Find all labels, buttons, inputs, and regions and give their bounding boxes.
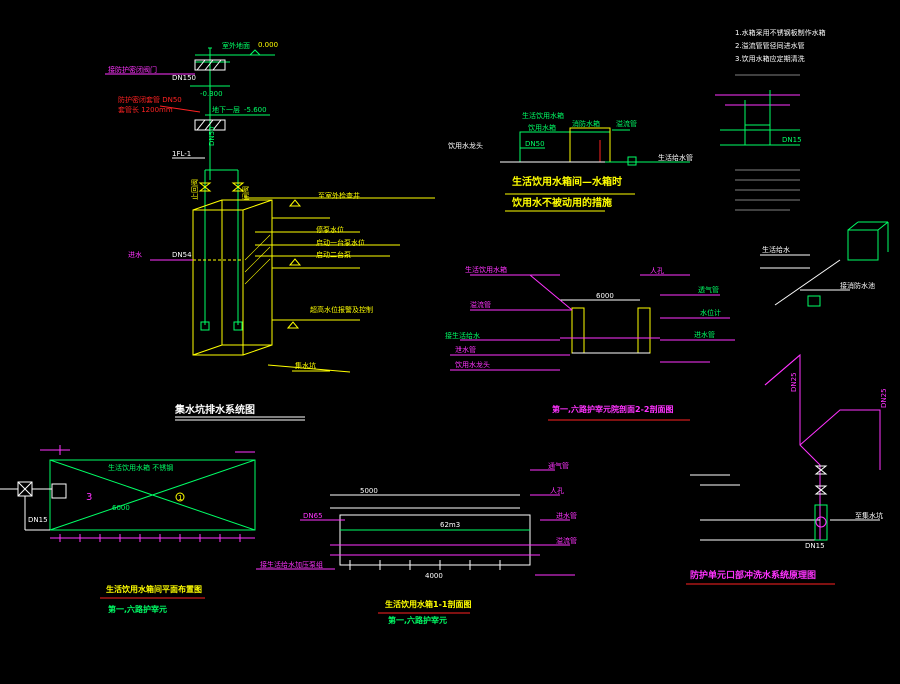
pipe-id: 1FL-1 — [172, 150, 191, 158]
riser-dn2: DN15 — [805, 542, 825, 550]
svg-text:地下一层: 地下一层 — [212, 105, 240, 114]
svg-text:室外地面: 室外地面 — [222, 41, 250, 50]
sec11-subtitle: 第一,六路护宰元 — [388, 615, 447, 625]
svg-text:生活饮用水箱: 生活饮用水箱 — [465, 265, 507, 274]
tank-title-2: 饮用水不被动用的措施 — [511, 196, 612, 209]
svg-text:人孔: 人孔 — [550, 487, 564, 495]
svg-text:进水: 进水 — [128, 250, 142, 259]
svg-text:溢流管: 溢流管 — [616, 119, 637, 128]
elev-top: 0.000 — [258, 41, 278, 49]
svg-text:接生活给水: 接生活给水 — [445, 331, 480, 340]
label-sump: 集水坑 — [295, 361, 316, 370]
pipe-dn54: DN54 — [172, 251, 192, 259]
tank-room-plan: 生活饮用水箱 不锈钢 6000 3 1 DN15 生活饮用水箱间平面布置图 第一… — [0, 445, 256, 614]
svg-text:溢流管: 溢流管 — [470, 300, 491, 309]
sec11-dim-bot: 4000 — [425, 572, 443, 580]
svg-text:泄水管: 泄水管 — [455, 345, 476, 354]
riser-title: 防护单元口部冲洗水系统原理图 — [690, 569, 816, 581]
sec22-dim: 6000 — [596, 292, 614, 300]
notes-dn: DN15 — [782, 136, 802, 144]
svg-text:防护密闭套管 DN50: 防护密闭套管 DN50 — [118, 95, 182, 104]
sec22-title: 第一,六路护宰元院剖面2-2剖面图 — [552, 404, 674, 414]
plan-note-1: 1 — [178, 494, 182, 502]
svg-text:生活给水: 生活给水 — [762, 245, 790, 254]
svg-text:止回阀: 止回阀 — [190, 179, 199, 200]
note-2: 2.溢流管管径同进水管 — [735, 41, 805, 50]
elev-3: -5.600 — [244, 106, 267, 114]
svg-text:生活给水管: 生活给水管 — [658, 153, 693, 162]
svg-text:饮用水箱: 饮用水箱 — [528, 123, 556, 132]
svg-text:至室外检查井: 至室外检查井 — [318, 191, 360, 200]
svg-text:接防护密闭阀门: 接防护密闭阀门 — [108, 65, 157, 74]
svg-text:启动一台泵水位: 启动一台泵水位 — [316, 238, 365, 247]
svg-text:超高水位报警及控制: 超高水位报警及控制 — [310, 305, 373, 314]
section-2-2: 6000 生活饮用水箱 溢流管 接生活给水 泄水管 饮用水龙头 人孔 透气管 水… — [445, 265, 735, 421]
tank-pipe-label: 饮用水龙头 — [448, 141, 483, 150]
svg-text:水位计: 水位计 — [700, 308, 721, 317]
sec11-dim-top: 5000 — [360, 487, 378, 495]
sec11-title: 生活饮用水箱1-1剖面图 — [385, 599, 471, 609]
sump-title: 集水坑排水系统图 — [174, 403, 255, 416]
water-tank-elevation: 生活饮用水箱 饮用水箱 消防水箱 溢流管 DN50 饮用水龙头 生活给水管 生活… — [448, 111, 693, 212]
valve-iso-detail: 生活给水 接消防水池 — [760, 221, 889, 307]
plan-dn: DN15 — [28, 516, 48, 524]
svg-text:透气管: 透气管 — [698, 285, 719, 294]
svg-text:接生活给水加压泵组: 接生活给水加压泵组 — [260, 560, 323, 569]
sump-system-diagram: 0.000 室外地面 接防护密闭阀门 DN150 -0.300 防护密闭套管 D… — [105, 41, 435, 421]
svg-text:至集水坑: 至集水坑 — [855, 511, 883, 520]
note-1: 1.水箱采用不锈钢板制作水箱 — [735, 28, 826, 37]
svg-text:溢流管: 溢流管 — [556, 536, 577, 545]
note-3: 3.饮用水箱应定期清洗 — [735, 54, 805, 63]
notes-block: 1.水箱采用不锈钢板制作水箱 2.溢流管管径同进水管 3.饮用水箱应定期清洗 D… — [715, 28, 826, 211]
svg-text:接消防水池: 接消防水池 — [840, 281, 875, 290]
svg-text:生活饮用水箱 不锈钢: 生活饮用水箱 不锈钢 — [108, 463, 173, 472]
riser-dn1: DN25 — [790, 372, 798, 392]
svg-text:套管长 1200mm: 套管长 1200mm — [118, 105, 173, 114]
svg-text:停泵水位: 停泵水位 — [316, 225, 344, 234]
tank-title-1: 生活饮用水箱间—水箱时 — [512, 175, 622, 188]
svg-text:通气管: 通气管 — [548, 461, 569, 470]
tank-label: 生活饮用水箱 — [522, 111, 564, 120]
svg-text:消防水箱: 消防水箱 — [572, 119, 600, 128]
pipe-dn150: DN150 — [172, 74, 196, 82]
svg-text:饮用水龙头: 饮用水龙头 — [455, 360, 490, 369]
plan-dim: 6000 — [112, 504, 130, 512]
svg-text:闸阀: 闸阀 — [241, 186, 250, 200]
plan-subtitle: 第一,六路护宰元 — [108, 604, 167, 614]
sec11-dn: DN65 — [303, 512, 323, 520]
svg-text:DN50: DN50 — [525, 140, 545, 148]
sec11-dim-mid: 62m3 — [440, 521, 460, 529]
plan-note-3: 3 — [86, 492, 92, 503]
plan-title: 生活饮用水箱间平面布置图 — [106, 584, 202, 594]
svg-text:启动二台泵: 启动二台泵 — [316, 250, 351, 259]
svg-text:人孔: 人孔 — [650, 267, 664, 275]
elev-2: -0.300 — [200, 90, 223, 98]
svg-text:进水管: 进水管 — [694, 330, 715, 339]
svg-text:DN50: DN50 — [208, 126, 216, 146]
section-1-1: 5000 62m3 4000 DN65 接生活给水加压泵组 通气管 人孔 进水管… — [256, 461, 577, 625]
svg-text:进水管: 进水管 — [556, 511, 577, 520]
riser-dn3: DN25 — [880, 388, 888, 408]
riser-schematic: DN25 DN25 至集水坑 DN15 防护单元口部冲洗水系统原理图 — [686, 353, 888, 585]
